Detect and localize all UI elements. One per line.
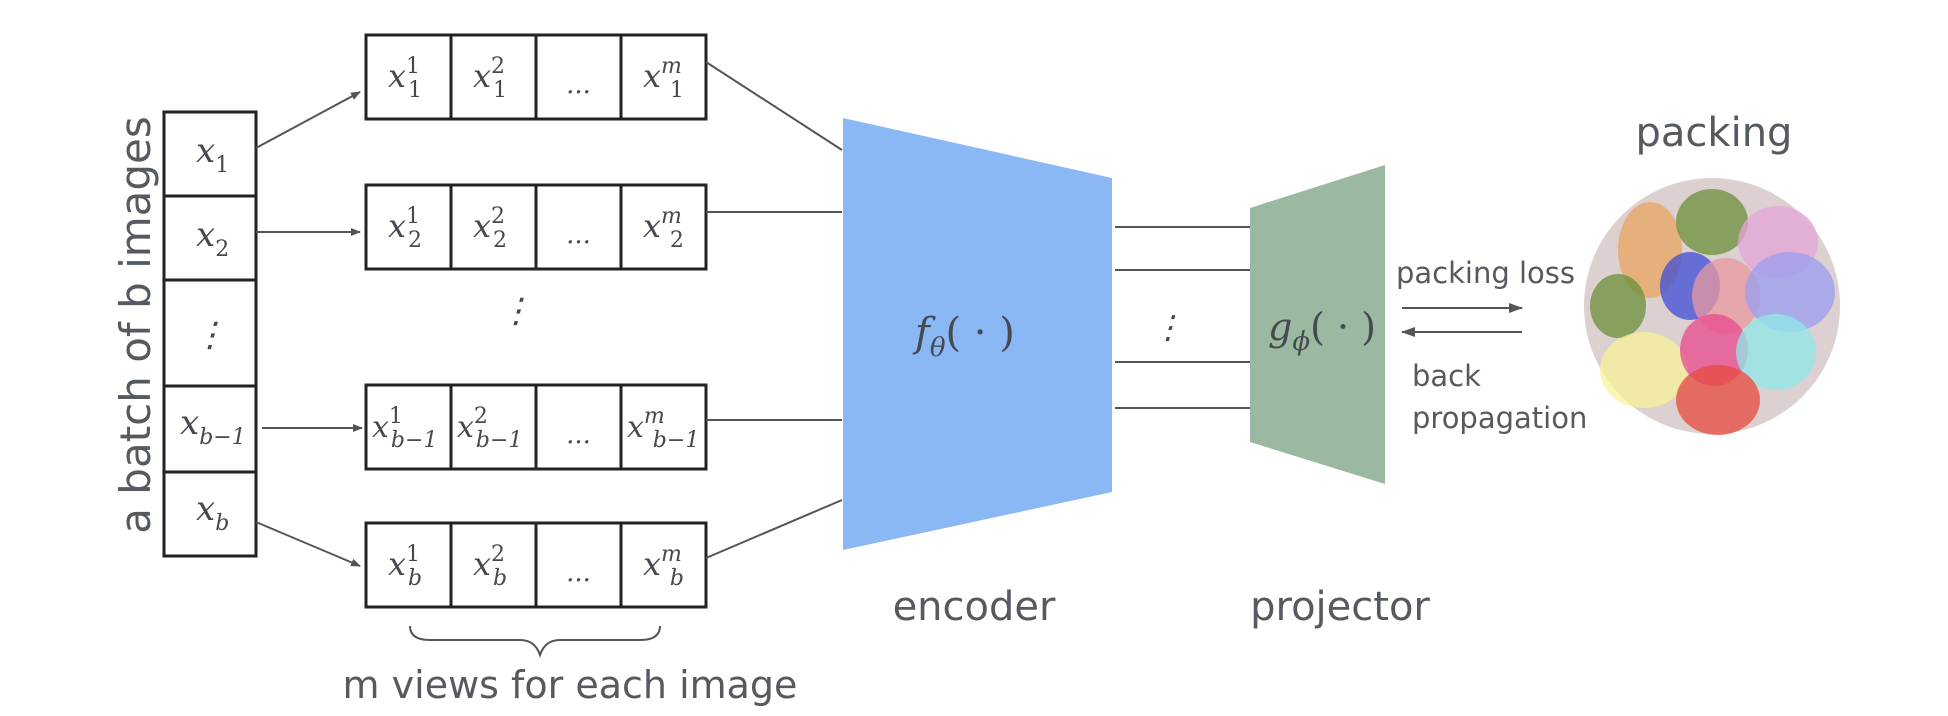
view-cell [534, 383, 623, 471]
view-cell [364, 33, 453, 121]
view-ellipsis: ... [566, 220, 591, 250]
back-propagation-label-2: propagation [1412, 401, 1587, 435]
view-cell [449, 383, 538, 471]
view-cell [619, 33, 708, 121]
projector-function: gϕ( · ) [1268, 305, 1376, 357]
views-to-encoder-lines [705, 61, 843, 559]
packing-blob [1745, 252, 1835, 332]
views-brace-label: m views for each image [343, 663, 798, 707]
packing-blob [1676, 189, 1748, 255]
packing-title: packing [1636, 110, 1793, 156]
loss-arrows [1401, 303, 1523, 337]
encoder-function: fθ( · ) [912, 310, 1015, 363]
packing-blobs [1590, 189, 1835, 435]
batch-to-views-arrows [255, 91, 363, 567]
encoder-to-projector-lines [1115, 226, 1250, 409]
view-ellipsis: ... [566, 70, 591, 100]
packing-loss-label: packing loss [1396, 256, 1575, 290]
packing-blob [1590, 274, 1646, 338]
view-ellipsis: ... [566, 420, 591, 450]
batch-item-1: x1 [196, 131, 229, 178]
view-cell [364, 183, 453, 271]
view-cell [619, 383, 708, 471]
view-cell [449, 33, 538, 121]
views-brace [409, 625, 661, 659]
view-cell [534, 33, 623, 121]
batch-column: x1 x2 ⋮ xb−1 xb [162, 110, 258, 558]
batch-item-b: xb [196, 489, 229, 536]
view-cell [449, 521, 538, 609]
view-ellipsis: ... [566, 558, 591, 588]
view-cell [364, 521, 453, 609]
batch-item-2: x2 [196, 215, 229, 262]
projector-block [1250, 165, 1385, 484]
views-vdots: ⋮ [499, 291, 533, 331]
view-cell [619, 521, 708, 609]
packing-blob [1736, 314, 1816, 390]
back-propagation-label-1: back [1412, 359, 1481, 393]
batch-item-b-minus-1: xb−1 [180, 403, 246, 450]
batch-vdots: ⋮ [193, 315, 227, 355]
encoder-label: encoder [893, 584, 1056, 630]
batch-label: a batch of b images [111, 116, 160, 534]
view-cell [619, 183, 708, 271]
encoder-block [843, 118, 1112, 550]
projector-vdots: ⋮ [1152, 308, 1184, 346]
projector-label: projector [1250, 584, 1430, 630]
packing-blob [1600, 332, 1688, 408]
packing-blob [1676, 365, 1760, 435]
view-cell [534, 183, 623, 271]
